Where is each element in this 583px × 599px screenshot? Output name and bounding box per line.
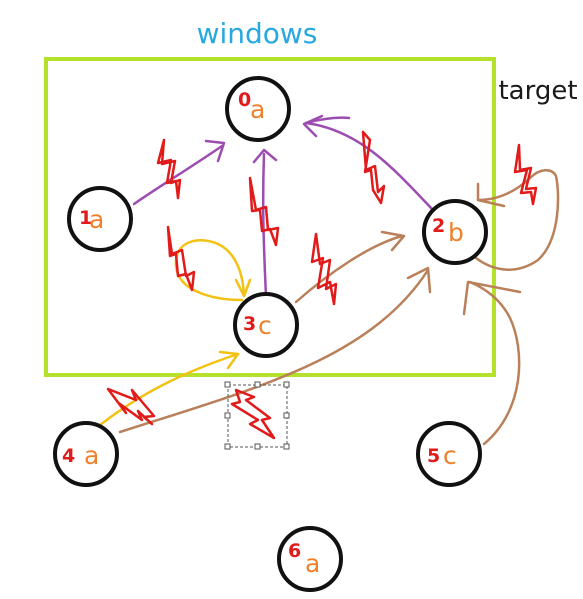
edge-1-to-0 (132, 144, 224, 206)
node-1[interactable]: 1 a (67, 186, 133, 252)
node-3-digit: 3 (243, 313, 256, 335)
node-1-digit: 1 (79, 207, 92, 229)
arrowhead-5-to-2 (462, 280, 522, 316)
edge-2-to-0-extra (304, 116, 351, 125)
windows-frame (44, 57, 496, 377)
selection-box[interactable] (224, 381, 290, 450)
node-6[interactable]: 6 a (277, 526, 343, 592)
lightning-icon-8 (230, 388, 276, 440)
node-0-letter: a (250, 95, 265, 124)
windows-title: windows (197, 17, 318, 50)
arrowhead-3-to-2 (380, 230, 406, 252)
node-3-letter: c (258, 311, 272, 340)
node-2[interactable]: 2 b (422, 199, 488, 265)
node-4-digit: 4 (62, 445, 75, 467)
arrowhead-3-self-loop (234, 278, 252, 298)
arrowhead-3-to-0 (252, 148, 278, 164)
lightning-icon-1 (156, 138, 182, 200)
target-label: target (498, 76, 577, 106)
node-5-letter: c (443, 441, 457, 470)
lightning-icon-2 (248, 176, 280, 247)
selection-handle-br[interactable] (283, 443, 290, 450)
lightning-icon-4 (513, 143, 538, 206)
edge-2-self-loop (474, 169, 560, 271)
selection-handle-mr[interactable] (283, 412, 290, 419)
selection-handle-tm[interactable] (254, 381, 261, 388)
node-0[interactable]: 0 a (225, 76, 291, 142)
node-1-letter: a (89, 205, 104, 234)
edge-3-to-0 (261, 152, 268, 299)
node-6-letter: a (305, 549, 320, 578)
node-5-digit: 5 (427, 445, 440, 467)
node-5[interactable]: 5 c (416, 421, 482, 487)
arrowhead-2-self-loop (476, 182, 506, 208)
arrowhead-4-to-3 (218, 350, 240, 370)
lightning-icon-7 (106, 387, 156, 426)
selection-handle-tr[interactable] (283, 381, 290, 388)
selection-handle-tl[interactable] (224, 381, 231, 388)
edge-4-to-2 (118, 268, 430, 434)
edge-5-to-2 (468, 280, 521, 446)
lightning-icon-6 (310, 232, 338, 306)
selection-handle-ml[interactable] (224, 412, 231, 419)
arrowhead-2-to-0 (302, 114, 324, 138)
selection-handle-bl[interactable] (224, 443, 231, 450)
arrowhead-1-to-0 (204, 139, 226, 163)
node-4[interactable]: 4 a (53, 421, 119, 487)
node-6-digit: 6 (288, 540, 301, 562)
node-3[interactable]: 3 c (233, 292, 299, 358)
lightning-icon-3 (361, 130, 386, 205)
lightning-icon-5 (166, 225, 196, 292)
edge-3-to-2 (294, 234, 404, 304)
node-2-digit: 2 (432, 215, 445, 237)
edge-4-to-3 (98, 352, 240, 427)
arrowhead-4-to-2 (406, 266, 432, 294)
node-4-letter: a (84, 441, 99, 470)
node-2-letter: b (448, 218, 464, 247)
selection-handle-bm[interactable] (254, 443, 261, 450)
node-0-digit: 0 (238, 89, 251, 111)
edge-3-self-loop (174, 239, 246, 302)
edge-2-to-0 (304, 121, 434, 211)
